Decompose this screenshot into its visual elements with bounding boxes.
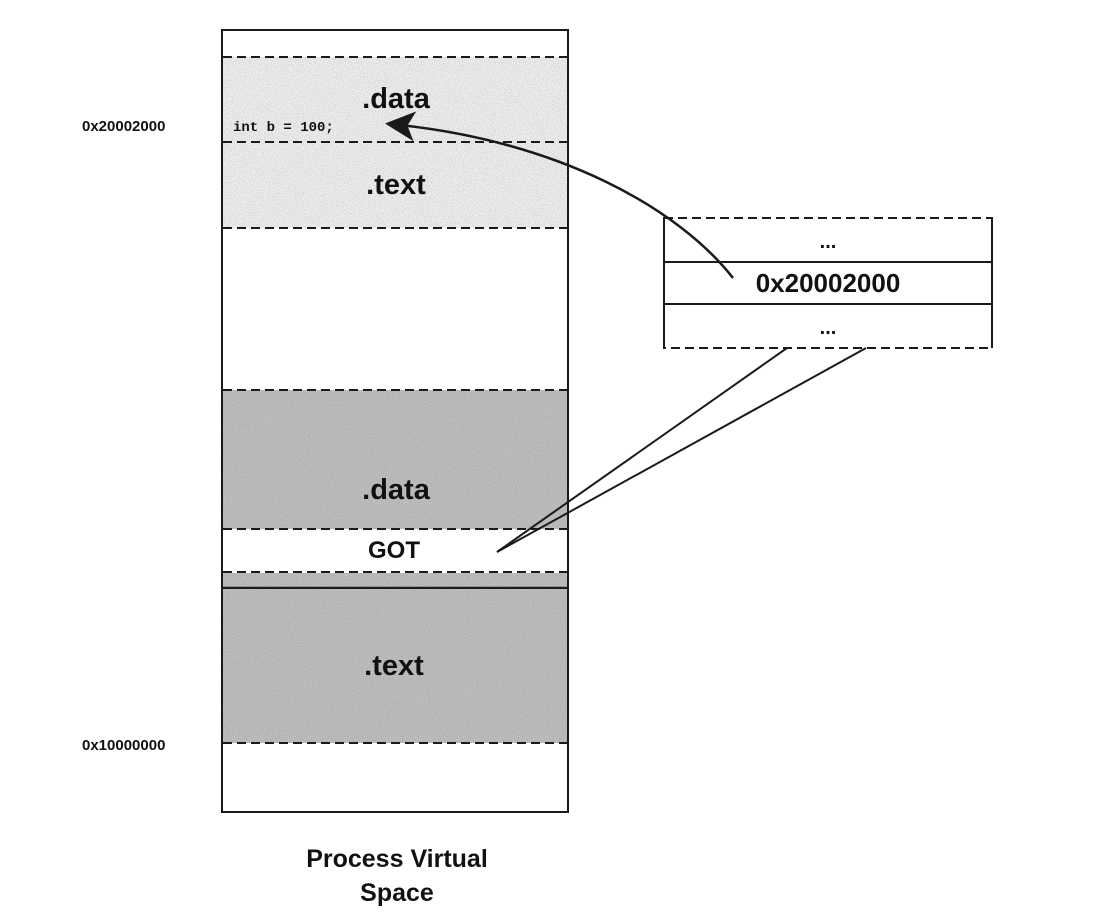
lower-text-label: .text — [364, 650, 424, 682]
upper-data-label: .data — [362, 83, 431, 115]
got-entry-value: 0x20002000 — [756, 268, 901, 298]
data-address-label: 0x20002000 — [82, 118, 165, 135]
address-space-column: .data int b = 100; .text .data GOT .text — [221, 29, 569, 813]
caption-line-2: Space — [360, 879, 434, 907]
variable-code: int b = 100; — [233, 120, 334, 136]
got-zoom-lines — [496, 347, 867, 553]
got-table: ... 0x20002000 ... — [663, 217, 993, 349]
got-entry-top: ... — [820, 231, 837, 253]
lower-data-segment — [223, 389, 567, 529]
base-address-label: 0x10000000 — [82, 737, 165, 754]
got-entry-bottom: ... — [820, 317, 837, 339]
caption-line-1: Process Virtual — [306, 845, 488, 873]
lower-data-label: .data — [362, 474, 431, 506]
gap-band — [223, 573, 567, 590]
upper-text-label: .text — [366, 169, 426, 201]
lower-text-segment — [223, 589, 567, 744]
got-segment — [223, 528, 567, 573]
upper-text-segment — [223, 141, 567, 229]
reference-arrow — [385, 111, 734, 279]
got-label: GOT — [368, 537, 420, 564]
